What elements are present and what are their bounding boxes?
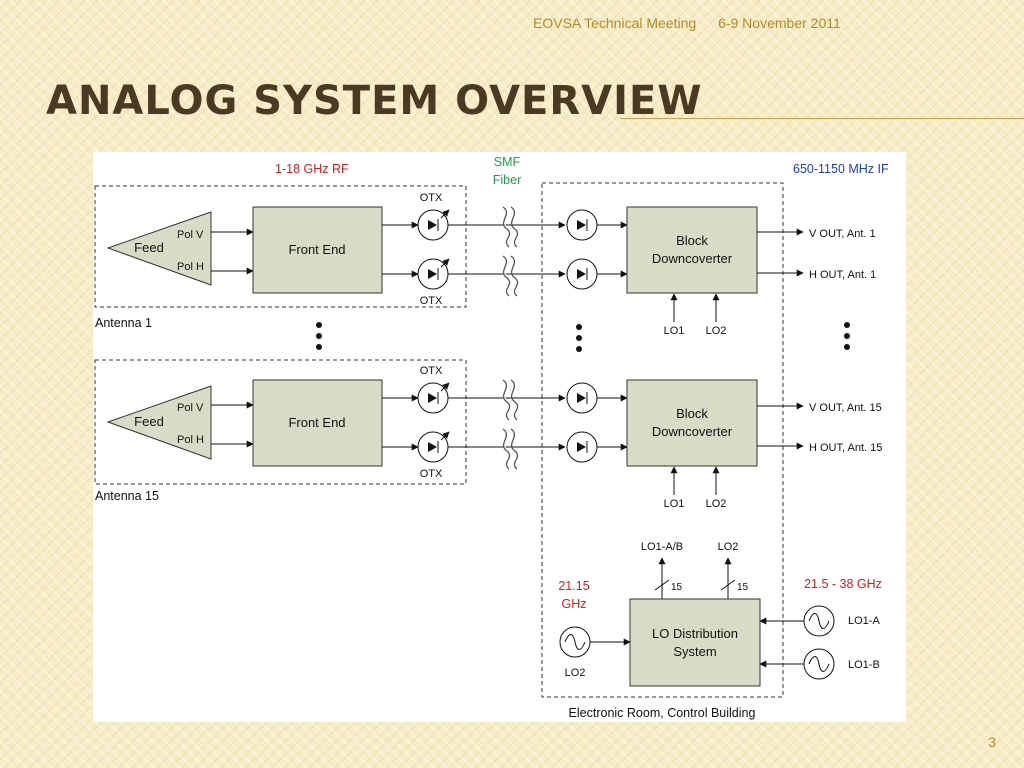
- lo-dist-label-b: System: [673, 644, 716, 659]
- pol-h-label-1: Pol H: [177, 261, 204, 273]
- v-out-label-15: V OUT, Ant. 15: [809, 402, 882, 414]
- otx-label-15h: OTX: [420, 468, 443, 480]
- feed-horn-1: [106, 211, 212, 286]
- v-out-label-1: V OUT, Ant. 1: [809, 228, 876, 240]
- front-end-box-15: [252, 379, 383, 467]
- feed-horn-15: [106, 385, 212, 460]
- photodiode-15v: [566, 382, 598, 414]
- h-out-label-15: H OUT, Ant. 15: [809, 442, 882, 454]
- front-end-label-15: Front End: [288, 415, 345, 430]
- bdc-label-1a: Block: [676, 233, 708, 248]
- freq-range-label: 21.5 - 38 GHz: [804, 577, 882, 591]
- bdc-label-1b: Downcoverter: [652, 251, 733, 266]
- analog-system-diagram: 1-18 GHz RF SMF Fiber 650-1150 MHz IF An…: [93, 152, 906, 722]
- photodiode-15h: [566, 431, 598, 463]
- feed-label-1: Feed: [134, 240, 164, 255]
- meeting-date: 6-9 November 2011: [718, 15, 841, 31]
- pol-h-label-15: Pol H: [177, 434, 204, 446]
- lo1-label-15: LO1: [664, 498, 685, 510]
- pol-v-label-15: Pol V: [177, 402, 204, 414]
- otx-laser-15h: [417, 431, 450, 463]
- lo1-b-label: LO1-B: [848, 659, 880, 671]
- freq-ghz-label: GHz: [562, 597, 587, 611]
- lo2-label-1: LO2: [706, 325, 727, 337]
- lo-dist-label-a: LO Distribution: [652, 626, 738, 641]
- lo2-oscillator-label: LO2: [565, 667, 586, 679]
- if-band-label: 650-1150 MHz IF: [793, 162, 889, 176]
- bus-width-label-b: 15: [737, 582, 749, 593]
- antenna-1-chain: Feed Pol V Pol H Front End OTX OTX: [106, 192, 876, 337]
- fiber-break-1v: [502, 206, 511, 248]
- smf-label: SMF: [494, 155, 521, 169]
- lo1-b-oscillator: [803, 648, 835, 680]
- otx-label-1v: OTX: [420, 192, 443, 204]
- lo2-output-label: LO2: [718, 541, 739, 553]
- fiber-break-1h: [502, 255, 511, 297]
- slide-title: Analog System Overview: [46, 78, 703, 124]
- lo-distribution-section: LO1-A/B LO2 15 15 LO Distribution System…: [558, 541, 882, 687]
- antenna-15-chain: Feed Pol V Pol H Front End OTX OTX: [106, 365, 882, 510]
- otx-label-15v: OTX: [420, 365, 443, 377]
- antenna-15-box: [94, 359, 467, 485]
- electronic-room-box: [541, 182, 784, 698]
- antenna-15-label: Antenna 15: [95, 489, 159, 503]
- page-number: 3: [988, 734, 996, 750]
- feed-label-15: Feed: [134, 414, 164, 429]
- otx-label-1h: OTX: [420, 295, 443, 307]
- photodiode-1h: [566, 258, 598, 290]
- lo1-label-1: LO1: [664, 325, 685, 337]
- header-meta: EOVSA Technical Meeting 6-9 November 201…: [533, 15, 841, 31]
- electronic-room-label: Electronic Room, Control Building: [569, 706, 756, 720]
- otx-laser-1v: [417, 209, 450, 241]
- lo2-label-15: LO2: [706, 498, 727, 510]
- front-end-label-1: Front End: [288, 242, 345, 257]
- antenna-1-label: Antenna 1: [95, 316, 152, 330]
- lo-distribution-box: [629, 598, 761, 687]
- fiber-label: Fiber: [493, 173, 521, 187]
- freq-2115-label: 21.15: [558, 579, 589, 593]
- fiber-break-15v: [502, 379, 511, 421]
- bdc-label-15b: Downcoverter: [652, 424, 733, 439]
- lo1-a-oscillator: [803, 605, 835, 637]
- otx-laser-1h: [417, 258, 450, 290]
- lo1-ab-output-label: LO1-A/B: [641, 541, 683, 553]
- lo1-a-label: LO1-A: [848, 615, 880, 627]
- front-end-box-1: [252, 206, 383, 294]
- lo2-oscillator: [559, 626, 591, 658]
- rf-band-label: 1-18 GHz RF: [275, 162, 349, 176]
- otx-laser-15v: [417, 382, 450, 414]
- antenna-1-box: [94, 185, 467, 308]
- bdc-label-15a: Block: [676, 406, 708, 421]
- fiber-break-15h: [502, 428, 511, 470]
- title-rule: [620, 118, 1024, 119]
- block-downconverter-1: [626, 206, 758, 294]
- block-downconverter-15: [626, 379, 758, 467]
- h-out-label-1: H OUT, Ant. 1: [809, 269, 876, 281]
- ellipsis-dots: [316, 322, 850, 352]
- bus-width-label-a: 15: [671, 582, 683, 593]
- pol-v-label-1: Pol V: [177, 229, 204, 241]
- photodiode-1v: [566, 209, 598, 241]
- meeting-name: EOVSA Technical Meeting: [533, 15, 697, 31]
